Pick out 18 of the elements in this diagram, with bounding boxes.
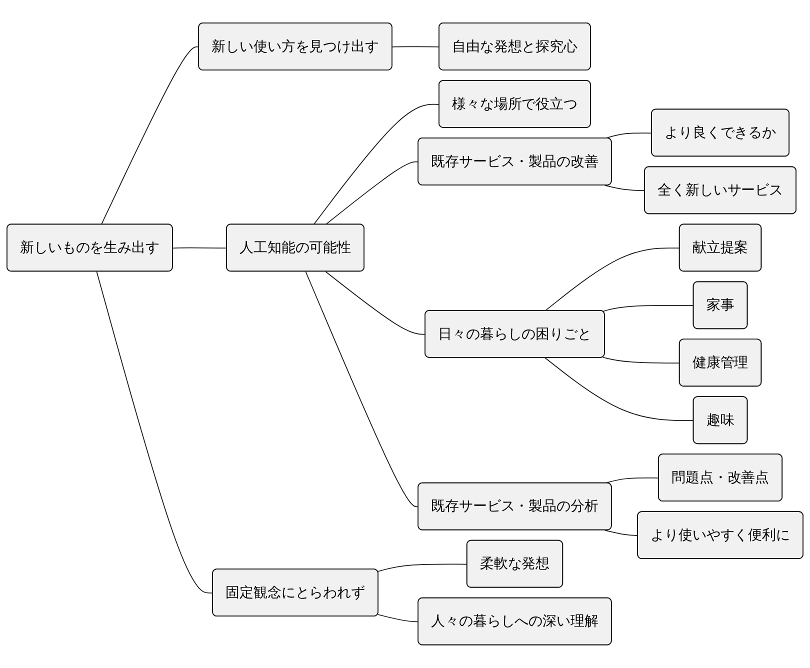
connector	[313, 104, 440, 226]
connector	[377, 564, 468, 572]
connector	[172, 247, 228, 249]
connector	[325, 161, 419, 226]
connector	[604, 478, 660, 484]
connector	[305, 271, 419, 508]
connector	[325, 271, 426, 335]
connector	[604, 185, 646, 192]
connector	[604, 530, 638, 536]
connector	[377, 614, 419, 622]
connector	[544, 358, 694, 422]
connector	[602, 356, 680, 364]
connector	[544, 248, 680, 312]
connector	[602, 305, 694, 312]
connector	[100, 46, 200, 226]
connector	[604, 132, 652, 139]
connector	[96, 271, 214, 594]
connector	[392, 46, 440, 48]
